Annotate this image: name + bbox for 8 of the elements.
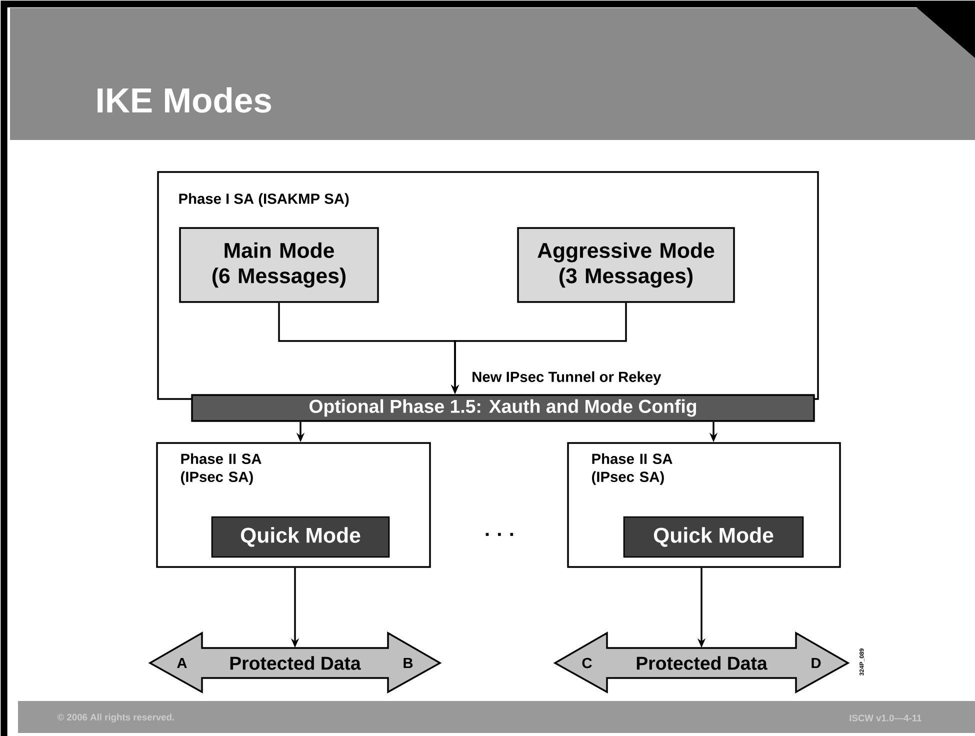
title: IKE Modes — [98, 87, 272, 113]
mode-box: Main Mode (6 Messages) — [179, 227, 379, 303]
mode-box: Quick Mode — [211, 516, 390, 558]
phase-bar: Optional Phase 1.5: Xauth and Mode Config — [191, 394, 815, 422]
mode-box: Quick Mode — [623, 516, 804, 558]
mode-box: Aggressive Mode (3 Messages) — [517, 227, 735, 303]
ellipsis: · · · — [486, 532, 514, 536]
edge-label: New IPsec Tunnel or Rekey — [470, 370, 663, 386]
